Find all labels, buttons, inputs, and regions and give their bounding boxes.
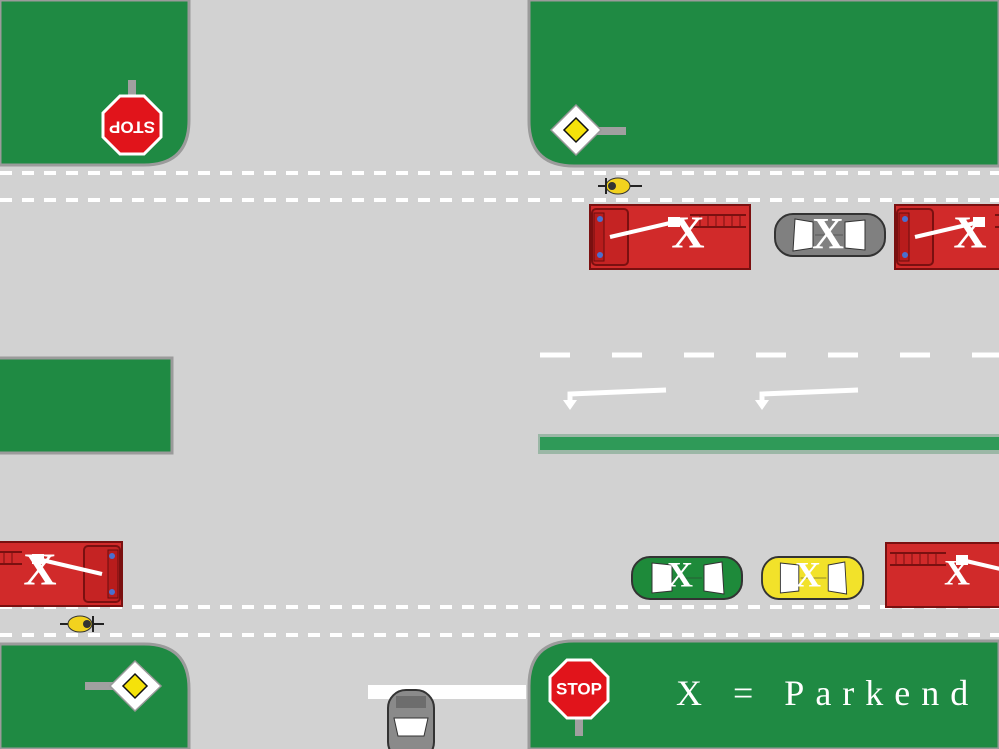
stop-sign-label: STOP (556, 679, 602, 698)
gray-car-approaching (387, 689, 435, 749)
parked-marker: X (671, 207, 704, 258)
grass-top-right (527, 0, 999, 168)
fire-truck-bottom-left (0, 540, 124, 608)
grass-bottom-right (527, 639, 999, 749)
cyclist-bottom (60, 615, 104, 633)
fire-truck-bottom-right (884, 541, 999, 609)
left-median (0, 356, 174, 455)
parked-marker: X (953, 207, 986, 258)
grass-bottom-left (0, 642, 191, 749)
cyclist-top (598, 177, 642, 195)
left-turn-arrow (563, 387, 667, 410)
parked-marker: X (944, 552, 970, 592)
legend: X = Parkend (676, 673, 980, 713)
priority-sign-top-right (549, 103, 626, 157)
parked-marker: X (23, 544, 56, 595)
stop-sign-label: STOP (109, 118, 155, 137)
parked-marker: X (667, 554, 693, 594)
grass-top-left (0, 0, 191, 167)
parked-marker: X (795, 554, 821, 594)
stop-sign-bottom: STOP (548, 658, 610, 736)
left-turn-arrow (755, 387, 859, 410)
priority-sign-bottom-left (85, 659, 163, 713)
parked-marker: X (812, 209, 844, 258)
fire-truck-top-1 (588, 203, 752, 271)
stop-sign-top-left: STOP (101, 80, 163, 156)
